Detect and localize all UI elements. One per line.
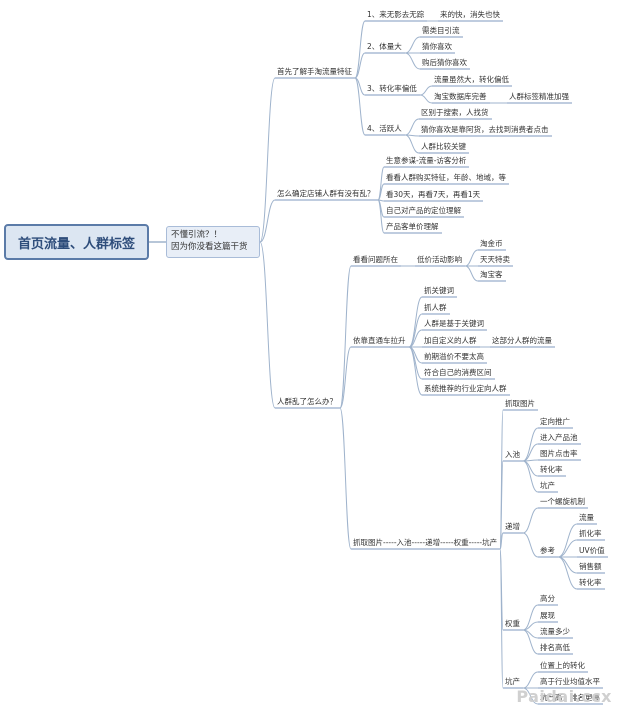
node-b3-c3-p5-d2[interactable]: 高于行业均值水平 (540, 677, 600, 686)
root-node[interactable]: 首页流量、人群标签 (4, 224, 149, 260)
node-b3-c3-p3-e5[interactable]: 转化率 (579, 578, 602, 587)
node-b1-c2[interactable]: 2、体量大 (367, 42, 402, 51)
node-b3-c3-p4-d2[interactable]: 展现 (540, 611, 555, 620)
node-b1-c4-d2[interactable]: 猜你喜欢是靠阿货，去找到消费者点击 (421, 125, 549, 134)
branch-check-crowd[interactable]: 怎么确定店铺人群有没有乱？ (277, 189, 375, 198)
node-b3-c3-p1[interactable]: 抓取图片 (505, 399, 535, 408)
node-b3-c3-p4-d4[interactable]: 排名高低 (540, 643, 570, 652)
node-b1-c1-d1[interactable]: 来的快，消失也快 (440, 10, 500, 19)
node-b3-c3-p3-e3[interactable]: UV价值 (579, 546, 605, 555)
node-b3-c3-p2-d1[interactable]: 定向推广 (540, 417, 570, 426)
node-b3-c3-p3-d2[interactable]: 参考 (540, 546, 555, 555)
node-b1-c4[interactable]: 4、活跃人 (367, 124, 402, 133)
node-b3-c3-p2-d4[interactable]: 转化率 (540, 465, 563, 474)
node-b1-c2-d3[interactable]: 购后猜你喜欢 (422, 58, 467, 67)
node-b1-c3-d2[interactable]: 淘宝数据库完善 (434, 92, 487, 101)
node-b1-c3[interactable]: 3、转化率偏低 (367, 84, 417, 93)
node-b3-c3-p2[interactable]: 入池 (505, 450, 520, 459)
node-b3-c2-d6[interactable]: 符合自己的消费区间 (424, 368, 492, 377)
subtitle-line-1: 不懂引流？！ (171, 230, 223, 240)
node-b2-d2[interactable]: 看看人群购买特征，年龄、地域，等 (386, 173, 506, 182)
node-b3-c3-p4-d3[interactable]: 流量多少 (540, 627, 570, 636)
node-b3-c1-e1[interactable]: 淘金币 (480, 239, 503, 248)
node-b2-d1[interactable]: 生意参谋-流量-访客分析 (386, 156, 467, 165)
root-title: 首页流量、人群标签 (17, 236, 135, 252)
node-b1-c3-d2a[interactable]: 人群标签精准加强 (509, 92, 569, 101)
node-b3-c2-d7[interactable]: 系统推荐的行业定向人群 (424, 384, 507, 393)
node-b1-c1[interactable]: 1、来无影去无踪 (367, 10, 425, 19)
node-b3-c3-p5-d1[interactable]: 位置上的转化 (540, 661, 585, 670)
node-b3-c3-p3-e4[interactable]: 销售额 (579, 562, 602, 571)
node-b3-c3-p3[interactable]: 递增 (505, 522, 520, 531)
subtitle-line-2: 因为你没看这篇干货 (171, 242, 248, 252)
node-b3-c2-d3[interactable]: 人群是基于关键词 (424, 319, 484, 328)
node-b3-c1-d1[interactable]: 低价活动影响 (417, 255, 462, 264)
node-b3-c3-p4-d1[interactable]: 高分 (540, 594, 555, 603)
node-b3-c3-p3-e1[interactable]: 流量 (579, 513, 594, 522)
node-b3-c3-p3-d1[interactable]: 一个螺旋机制 (540, 497, 585, 506)
node-b3-c3-p5-d3[interactable]: 坑产高，排名更高 (540, 693, 600, 702)
node-b3-c2-d4a[interactable]: 这部分人群的流量 (492, 336, 552, 345)
node-b3-c3-p3-e2[interactable]: 抓化率 (579, 529, 602, 538)
node-b3-c2-d2[interactable]: 抓人群 (424, 303, 447, 312)
node-b2-d3[interactable]: 看30天，再看7天，再看1天 (386, 190, 481, 199)
node-b3-c3-p5[interactable]: 坑产 (505, 677, 520, 686)
branch-fix-crowd[interactable]: 人群乱了怎么办？ (277, 397, 337, 406)
node-b3-c1[interactable]: 看看问题所在 (353, 255, 398, 264)
node-b3-c3-p2-d5[interactable]: 坑产 (540, 481, 555, 490)
node-b3-c3[interactable]: 抓取图片-----入池-----递增-----权重-----坑产 (353, 538, 498, 547)
node-b1-c4-d3[interactable]: 人群比较关键 (421, 142, 466, 151)
node-b1-c4-d1[interactable]: 区别于搜索，人找货 (421, 108, 489, 117)
node-b2-d5[interactable]: 产品客单价理解 (386, 222, 439, 231)
watermark: Paidai.ccx (516, 687, 612, 706)
node-b3-c1-e3[interactable]: 淘宝客 (480, 270, 503, 279)
node-b3-c1-e2[interactable]: 天天特卖 (480, 255, 510, 264)
node-b2-d4[interactable]: 自己对产品的定位理解 (386, 206, 461, 215)
node-b1-c2-d2[interactable]: 猜你喜欢 (422, 42, 452, 51)
node-b3-c2-d1[interactable]: 抓关键词 (424, 286, 454, 295)
node-b3-c3-p2-d2[interactable]: 进入产品池 (540, 433, 578, 442)
subtitle-node[interactable]: 不懂引流？！ 因为你没看这篇干货 (166, 226, 260, 258)
node-b3-c2-d4[interactable]: 加自定义的人群 (424, 336, 477, 345)
node-b3-c3-p2-d3[interactable]: 图片点击率 (540, 449, 578, 458)
node-b3-c3-p4[interactable]: 权重 (505, 619, 520, 628)
node-b1-c3-d1[interactable]: 流量虽然大，转化偏低 (434, 75, 509, 84)
node-b1-c2-d1[interactable]: 需类目引流 (422, 26, 460, 35)
branch-traffic-features[interactable]: 首先了解手淘流量特征 (277, 67, 352, 76)
node-b3-c2-d5[interactable]: 前期溢价不要太高 (424, 352, 484, 361)
node-b3-c2[interactable]: 依靠直通车拉升 (353, 336, 406, 345)
